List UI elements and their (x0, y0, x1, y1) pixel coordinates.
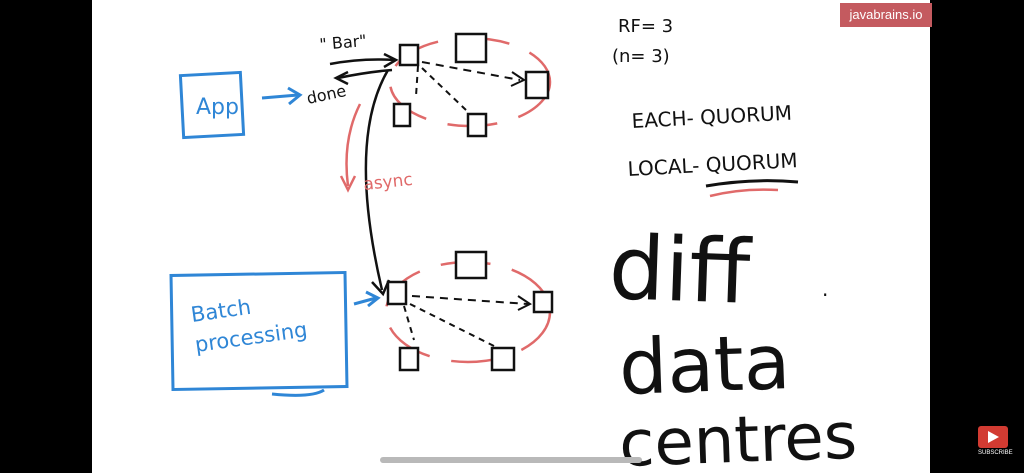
batch-label-line1: Batch (189, 295, 252, 327)
svg-text:.: . (822, 277, 828, 301)
note-line1: diff (607, 216, 754, 324)
node (386, 280, 408, 306)
node (398, 346, 420, 372)
n-label: (n= 3) (612, 46, 670, 67)
video-scrollbar[interactable] (380, 457, 642, 463)
node (398, 43, 420, 67)
note-line3: centres (618, 400, 858, 473)
node (392, 102, 412, 128)
each-quorum-label: EACH- QUORUM (631, 101, 793, 133)
app-label: App (196, 95, 239, 120)
note-line2: data (618, 317, 792, 412)
batch-processing-box: Batch processing (169, 270, 349, 392)
bottom-cluster-nodes (386, 250, 554, 372)
write-value-label: " Bar" (319, 31, 368, 54)
node (466, 112, 488, 138)
local-quorum-underline (705, 179, 799, 188)
rf-label: RF= 3 (618, 16, 673, 37)
subscribe-button[interactable]: SUBSCRIBE (978, 426, 1013, 458)
whiteboard: App " Bar" done (92, 0, 930, 473)
app-arrow (261, 93, 299, 100)
replication-arrow (364, 69, 390, 291)
whiteboard-drawing: App " Bar" done (169, 16, 858, 473)
node (532, 290, 554, 314)
async-label: async (362, 170, 413, 195)
play-icon (978, 426, 1008, 448)
node (490, 346, 516, 372)
subscribe-label: SUBSCRIBE (978, 450, 1013, 456)
write-arrow (329, 58, 395, 66)
batch-arrow (353, 296, 377, 306)
brand-watermark: javabrains.io (840, 3, 932, 27)
node (524, 70, 550, 100)
done-label: done (305, 81, 348, 108)
node (454, 32, 488, 64)
node (454, 250, 488, 280)
local-quorum-label: LOCAL- QUORUM (627, 148, 798, 181)
top-cluster-nodes (392, 32, 550, 138)
app-box: App (178, 70, 246, 140)
async-arrow (345, 103, 362, 187)
